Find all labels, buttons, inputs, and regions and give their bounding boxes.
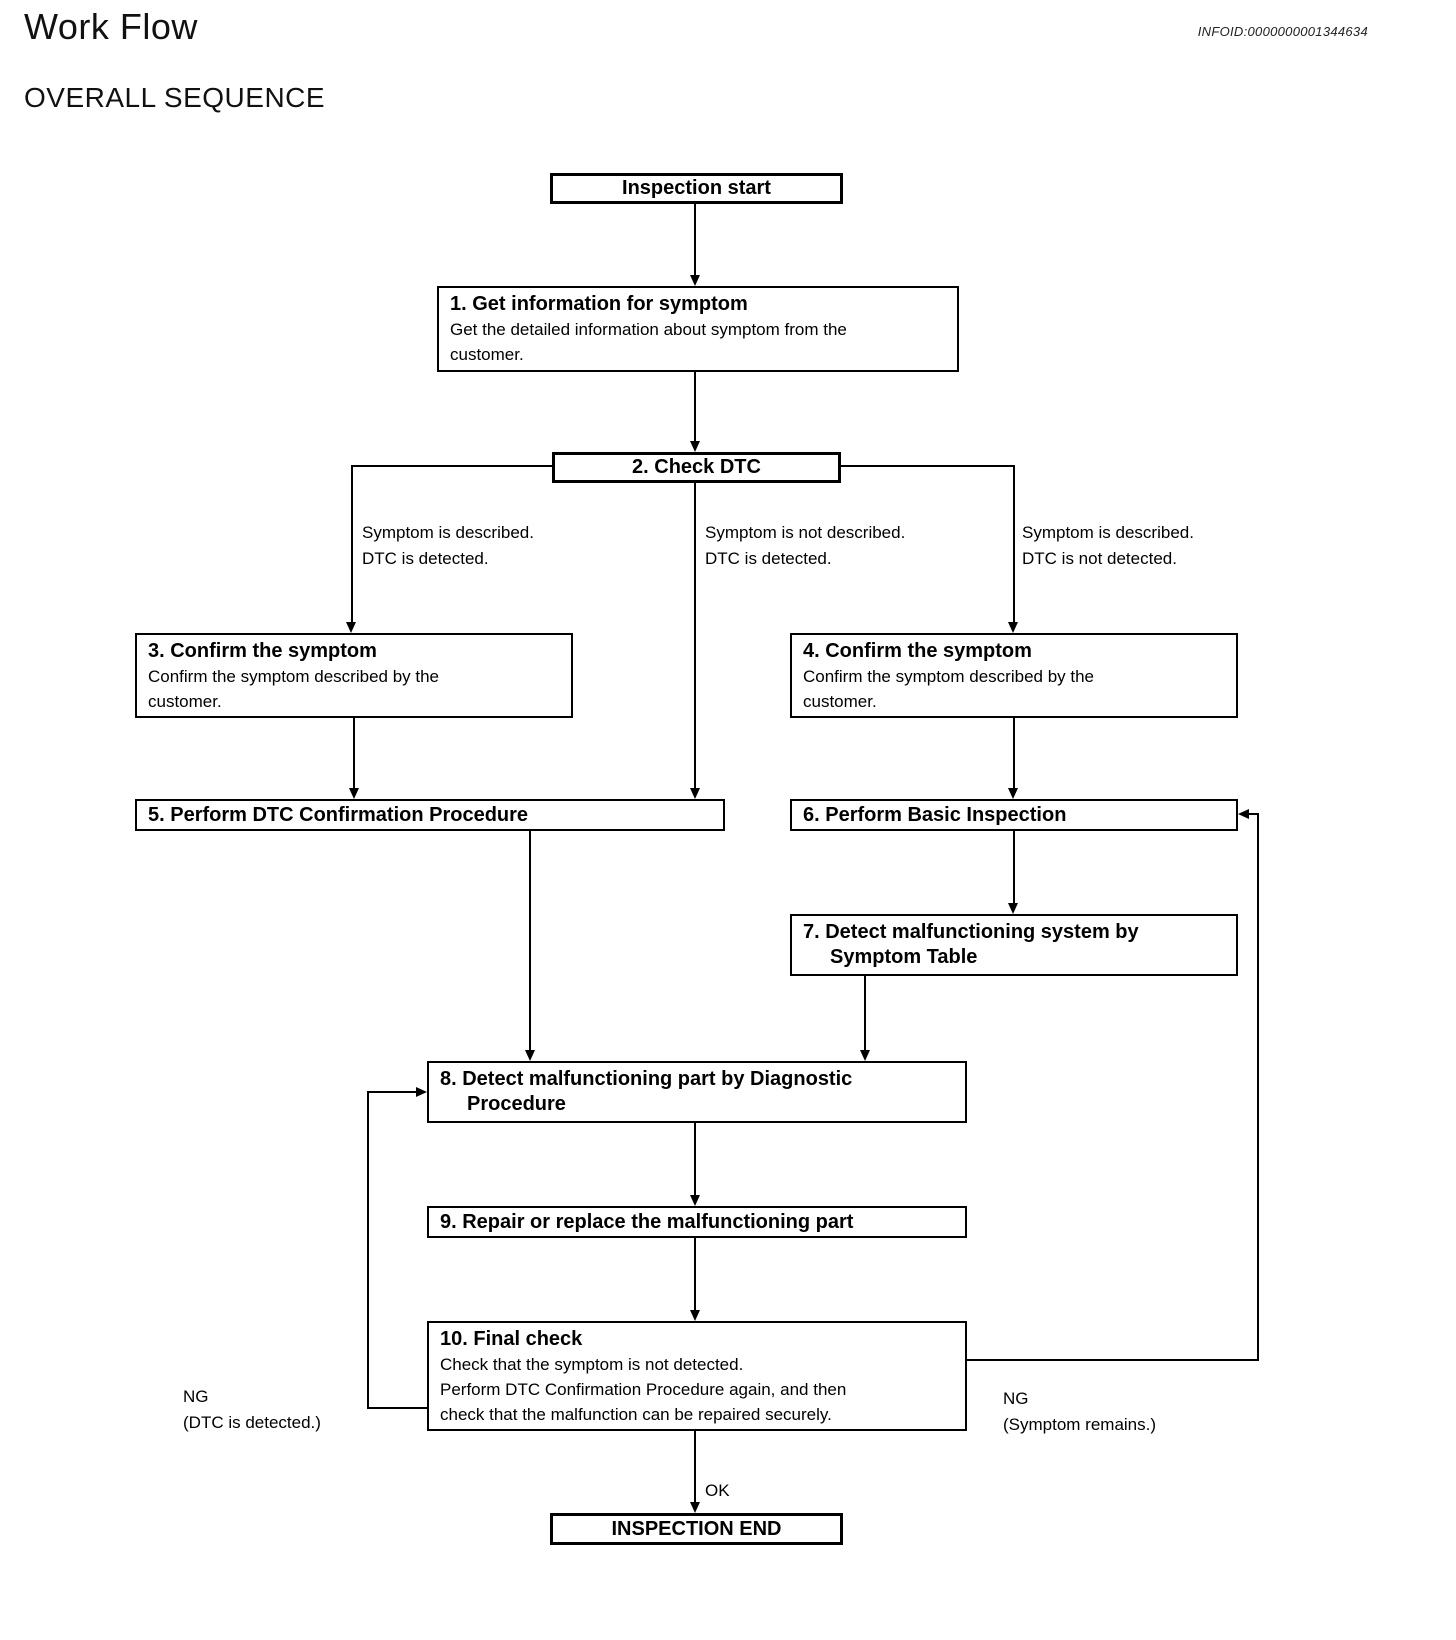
connector-ngright-into-step6 xyxy=(1249,813,1259,815)
arrowhead-down xyxy=(1008,622,1018,633)
node-body-line3: check that the malfunction can be repair… xyxy=(440,1405,832,1424)
ng-label-line2: (Symptom remains.) xyxy=(1003,1415,1157,1434)
node-title-line1: 8. Detect malfunctioning part by Diagnos… xyxy=(440,1068,853,1090)
connector-ngleft-up xyxy=(367,1091,369,1409)
node-step2-check-dtc: 2. Check DTC xyxy=(552,452,841,483)
arrowhead-down xyxy=(860,1050,870,1061)
connector-step1-step2 xyxy=(694,372,696,441)
node-step1-get-information: 1. Get information for symptom Get the d… xyxy=(437,286,959,372)
node-title: 9. Repair or replace the malfunctioning … xyxy=(440,1210,854,1233)
connector-ngright-up xyxy=(1257,814,1259,1361)
connector-step6-step7 xyxy=(1013,831,1015,903)
node-body-line1: Check that the symptom is not detected. xyxy=(440,1355,744,1374)
arrowhead-down xyxy=(349,788,359,799)
node-title: 6. Perform Basic Inspection xyxy=(803,803,1067,826)
node-step9-repair-replace: 9. Repair or replace the malfunctioning … xyxy=(427,1206,967,1238)
arrowhead-right xyxy=(416,1087,427,1097)
node-inspection-end: INSPECTION END xyxy=(550,1513,843,1545)
arrowhead-down xyxy=(690,1502,700,1513)
infoid-code: INFOID:0000000001344634 xyxy=(1197,24,1368,39)
connector-start-step1 xyxy=(694,204,696,276)
ng-label-dtc-detected: NG (DTC is detected.) xyxy=(183,1384,321,1436)
ng-label-symptom-remains: NG (Symptom remains.) xyxy=(1003,1386,1156,1438)
node-step8-detect-part: 8. Detect malfunctioning part by Diagnos… xyxy=(427,1061,967,1123)
section-heading: OVERALL SEQUENCE xyxy=(24,82,326,113)
branch-label-line1: Symptom is described. xyxy=(1022,523,1194,542)
branch-label-line1: Symptom is described. xyxy=(362,523,534,542)
arrowhead-down xyxy=(690,788,700,799)
arrowhead-down xyxy=(525,1050,535,1061)
node-title-line1: 7. Detect malfunctioning system by xyxy=(803,921,1139,943)
node-step7-detect-system: 7. Detect malfunctioning system by Sympt… xyxy=(790,914,1238,976)
node-step10-final-check: 10. Final check Check that the symptom i… xyxy=(427,1321,967,1431)
node-body: Get the detailed information about sympt… xyxy=(450,320,847,364)
node-title: 2. Check DTC xyxy=(632,456,761,478)
node-title: 10. Final check xyxy=(440,1328,583,1350)
node-label: Inspection start xyxy=(622,177,771,199)
connector-right-down xyxy=(1013,465,1015,622)
connector-ngleft-exit xyxy=(368,1407,427,1409)
node-title-line2: Procedure xyxy=(467,1093,566,1115)
arrowhead-left xyxy=(1238,809,1249,819)
branch-label-symptom-dtc: Symptom is described. DTC is detected. xyxy=(362,520,534,572)
node-title: 1. Get information for symptom xyxy=(450,293,748,315)
arrowhead-down xyxy=(690,1310,700,1321)
connector-step10-end xyxy=(694,1431,696,1502)
branch-label-line2: DTC is detected. xyxy=(362,549,489,568)
node-body: Confirm the symptom described by the cus… xyxy=(148,667,440,711)
branch-label-line2: DTC is detected. xyxy=(705,549,832,568)
ok-label: OK xyxy=(705,1481,730,1500)
ng-label-line1: NG xyxy=(183,1387,209,1406)
branch-label-line2: DTC is not detected. xyxy=(1022,549,1177,568)
node-title-line2: Symptom Table xyxy=(830,946,978,968)
connector-step4-step6 xyxy=(1013,718,1015,788)
connector-step8-step9 xyxy=(694,1123,696,1195)
connector-left-down xyxy=(351,465,353,622)
arrowhead-down xyxy=(1008,788,1018,799)
connector-step5-step8 xyxy=(529,831,531,1050)
connector-step2-right xyxy=(841,465,1015,467)
node-title: 3. Confirm the symptom xyxy=(148,640,377,662)
ng-label-line2: (DTC is detected.) xyxy=(183,1413,321,1432)
connector-ngleft-into-step8 xyxy=(368,1091,416,1093)
arrowhead-down xyxy=(690,275,700,286)
connector-step3-step5 xyxy=(353,718,355,788)
node-body: Confirm the symptom described by the cus… xyxy=(803,667,1095,711)
node-step3-confirm-symptom: 3. Confirm the symptom Confirm the sympt… xyxy=(135,633,573,718)
node-step4-confirm-symptom: 4. Confirm the symptom Confirm the sympt… xyxy=(790,633,1238,718)
branch-label-no-symptom-dtc: Symptom is not described. DTC is detecte… xyxy=(705,520,905,572)
page-title: Work Flow xyxy=(24,6,198,47)
node-step5-dtc-confirmation: 5. Perform DTC Confirmation Procedure xyxy=(135,799,725,831)
node-inspection-start: Inspection start xyxy=(550,173,843,204)
connector-ngright-exit xyxy=(967,1359,1259,1361)
connector-step7-step8 xyxy=(864,976,866,1050)
arrowhead-down xyxy=(690,441,700,452)
node-label: INSPECTION END xyxy=(611,1517,782,1540)
node-title: 4. Confirm the symptom xyxy=(803,640,1032,662)
node-title: 5. Perform DTC Confirmation Procedure xyxy=(148,803,529,826)
arrowhead-down xyxy=(1008,903,1018,914)
arrowhead-down xyxy=(690,1195,700,1206)
arrowhead-down xyxy=(346,622,356,633)
branch-label-symptom-no-dtc: Symptom is described. DTC is not detecte… xyxy=(1022,520,1194,572)
branch-label-line1: Symptom is not described. xyxy=(705,523,906,542)
node-step6-basic-inspection: 6. Perform Basic Inspection xyxy=(790,799,1238,831)
connector-step2-middle xyxy=(694,483,696,788)
connector-step9-step10 xyxy=(694,1238,696,1310)
ng-label-line1: NG xyxy=(1003,1389,1029,1408)
connector-step2-left xyxy=(352,465,552,467)
node-body-line2: Perform DTC Confirmation Procedure again… xyxy=(440,1380,847,1399)
